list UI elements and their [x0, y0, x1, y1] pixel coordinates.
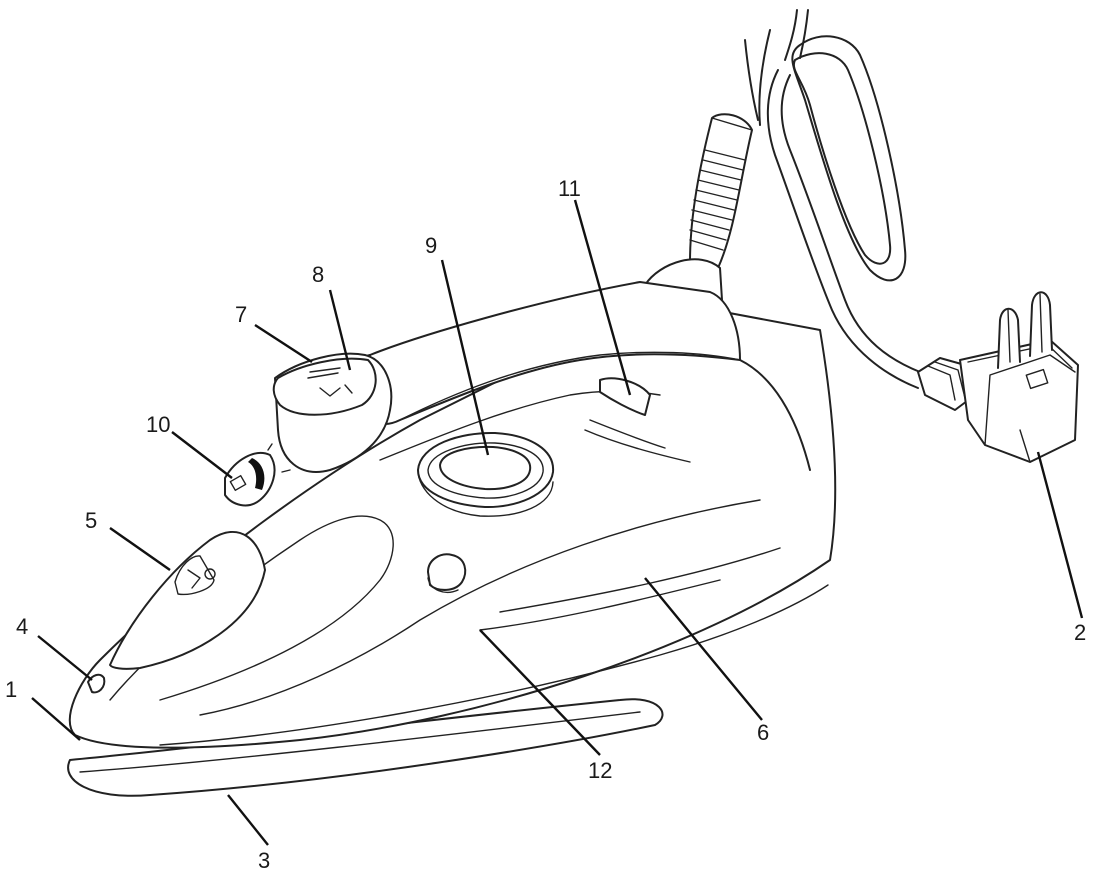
- callout-labels: 1 2 3 4 5 6 7 8 9 10 11 12: [5, 176, 1086, 873]
- callout-4: 4: [16, 614, 28, 639]
- power-cord: [744, 9, 921, 389]
- callout-12: 12: [588, 758, 612, 783]
- leader-4: [37, 635, 93, 681]
- leader-10: [171, 431, 233, 479]
- leader-11: [573, 199, 632, 396]
- callout-11: 11: [558, 176, 581, 201]
- callout-2: 2: [1074, 620, 1086, 645]
- callout-6: 6: [757, 720, 769, 745]
- leader-12: [479, 629, 601, 756]
- callout-3: 3: [258, 848, 270, 873]
- callout-8: 8: [312, 262, 324, 287]
- callout-1: 1: [5, 677, 17, 702]
- callout-9: 9: [425, 233, 437, 258]
- callout-5: 5: [85, 508, 97, 533]
- leader-6: [644, 577, 763, 721]
- power-plug: [917, 291, 1079, 463]
- cord-strain-relief: [644, 113, 753, 301]
- callout-7: 7: [235, 302, 247, 327]
- leader-lines: [31, 199, 1084, 846]
- leader-5: [109, 527, 171, 571]
- leader-3: [227, 794, 269, 846]
- leader-1: [31, 697, 81, 741]
- leader-8: [328, 289, 352, 371]
- leader-2: [1036, 451, 1084, 619]
- callout-10: 10: [146, 412, 170, 437]
- leader-9: [440, 259, 490, 456]
- leader-7: [254, 323, 313, 364]
- iron-body: [67, 281, 837, 797]
